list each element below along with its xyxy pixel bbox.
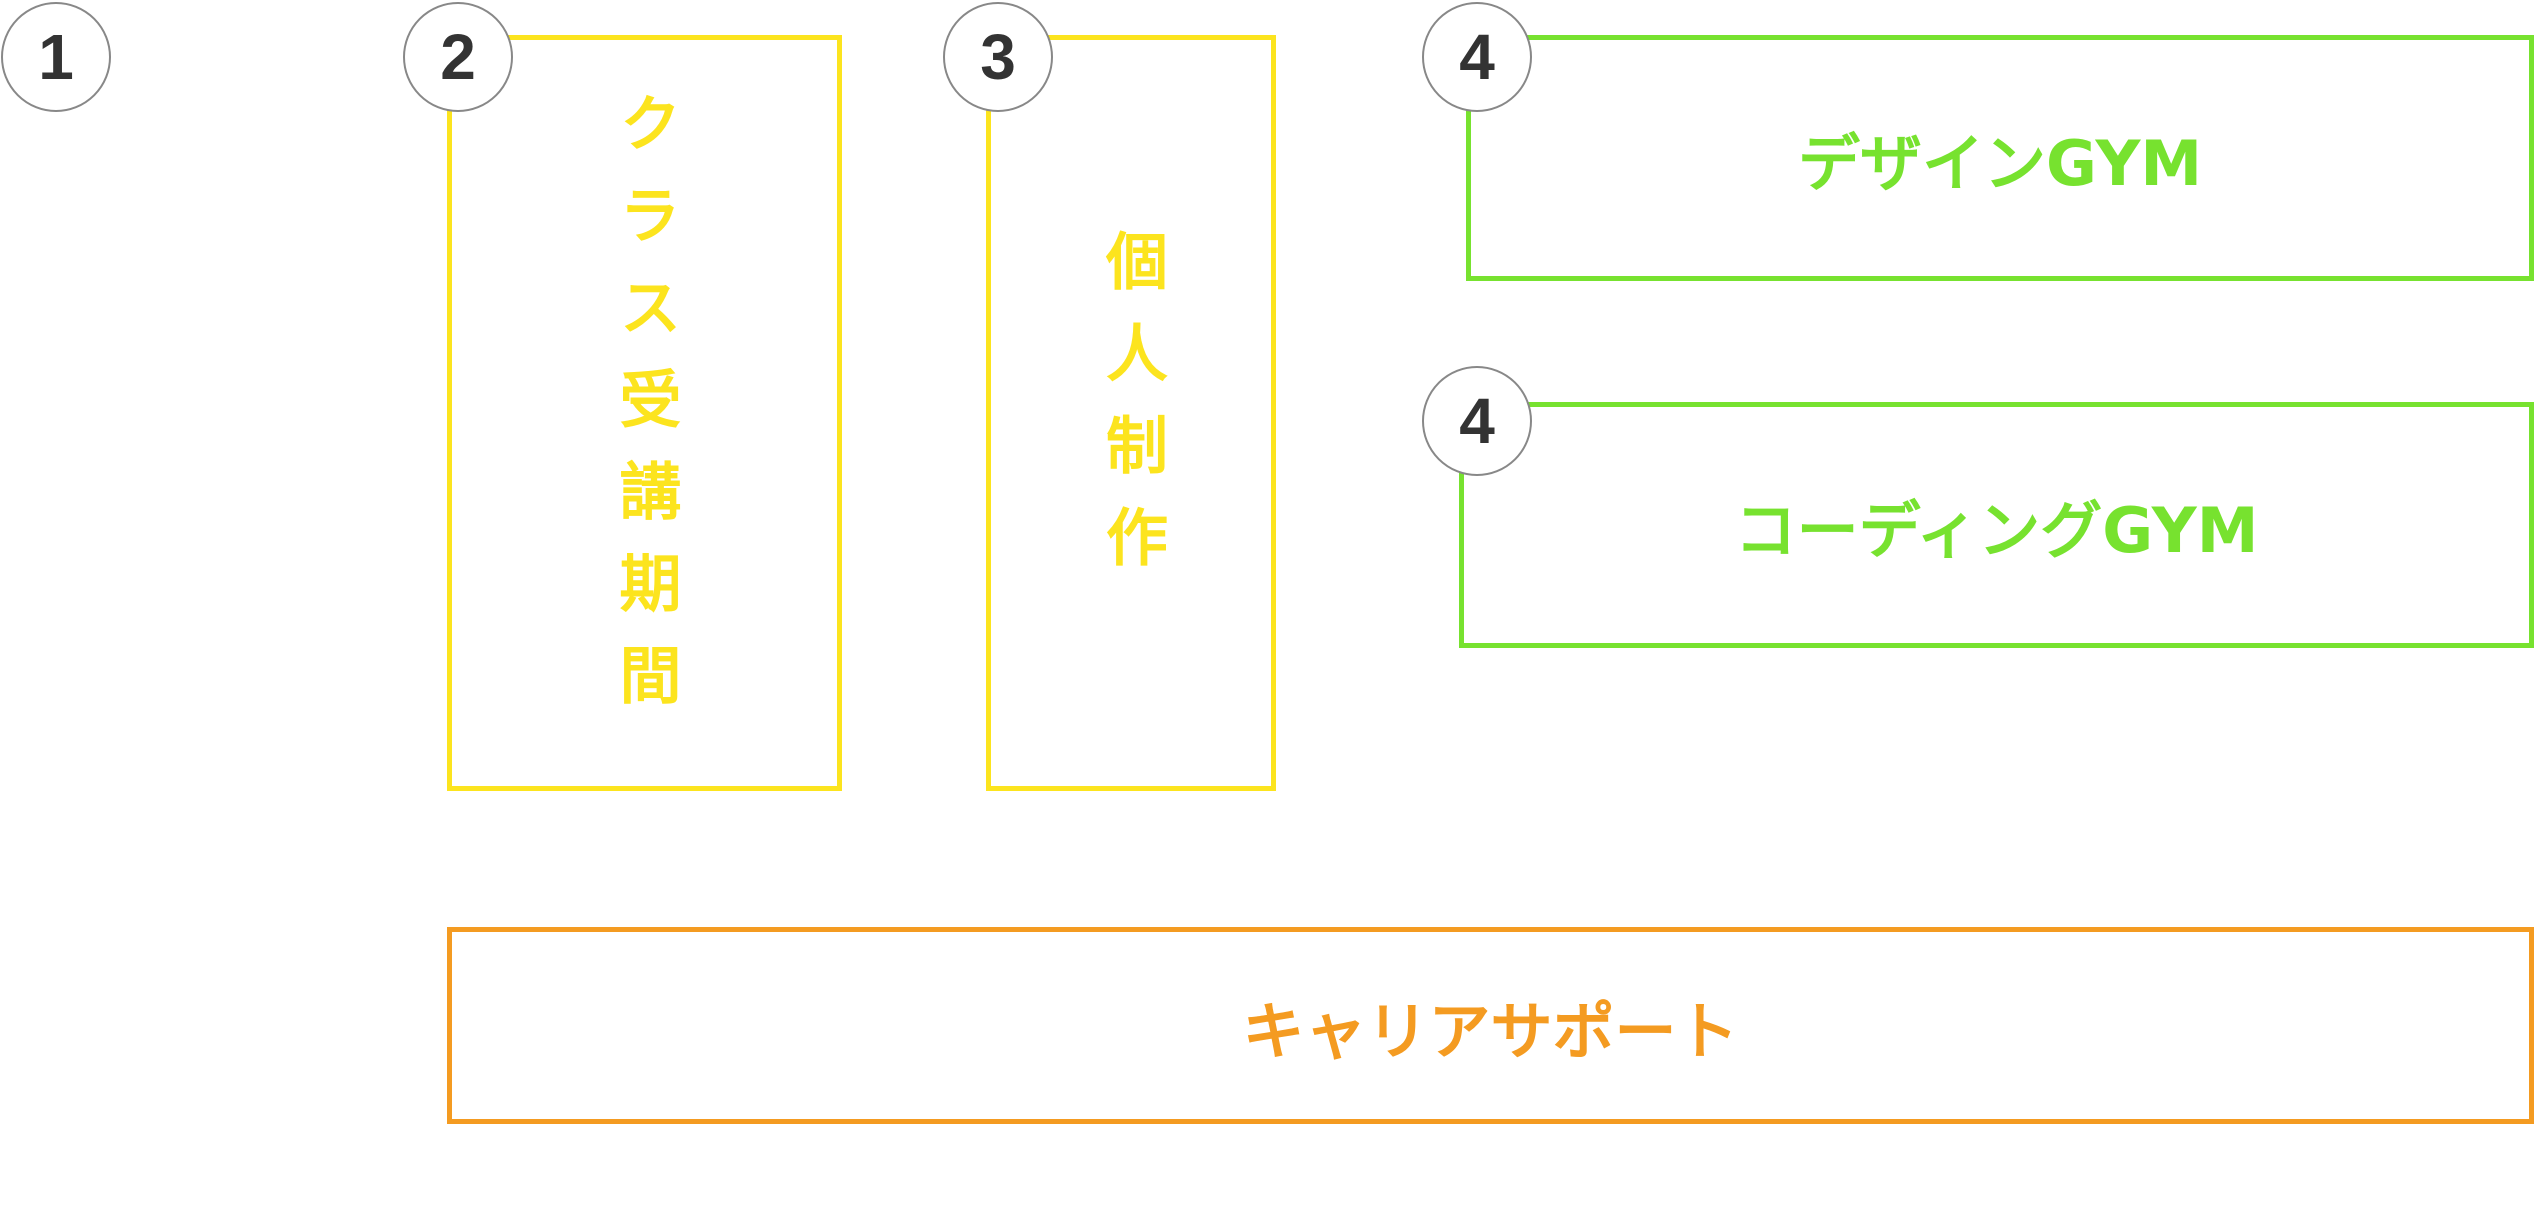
- step-badge-3: 3: [943, 2, 1053, 112]
- career-support-label: キャリアサポート: [1242, 994, 1739, 1068]
- class-period-box: クラス受講期間: [447, 35, 842, 791]
- career-support-box: キャリアサポート: [447, 927, 2534, 1124]
- personal-work-box: 個人制作: [986, 35, 1276, 791]
- step-badge-4-coding: 4: [1422, 366, 1532, 476]
- step-badge-2: 2: [403, 2, 513, 112]
- step-badge-4-design: 4: [1422, 2, 1532, 112]
- step-number: 4: [1459, 21, 1495, 93]
- design-gym-box: デザインGYM: [1466, 35, 2534, 281]
- step-badge-1: 1: [1, 2, 111, 112]
- class-period-label: クラス受講期間: [608, 91, 682, 735]
- personal-work-label: 個人制作: [1095, 229, 1168, 597]
- design-gym-label: デザインGYM: [1797, 127, 2203, 200]
- coding-gym-box: コーディングGYM: [1459, 402, 2534, 648]
- coding-gym-label: コーディングGYM: [1734, 494, 2259, 567]
- step-number: 4: [1459, 385, 1495, 457]
- step-number: 3: [980, 21, 1016, 93]
- step-number: 1: [38, 21, 74, 93]
- step-number: 2: [440, 21, 476, 93]
